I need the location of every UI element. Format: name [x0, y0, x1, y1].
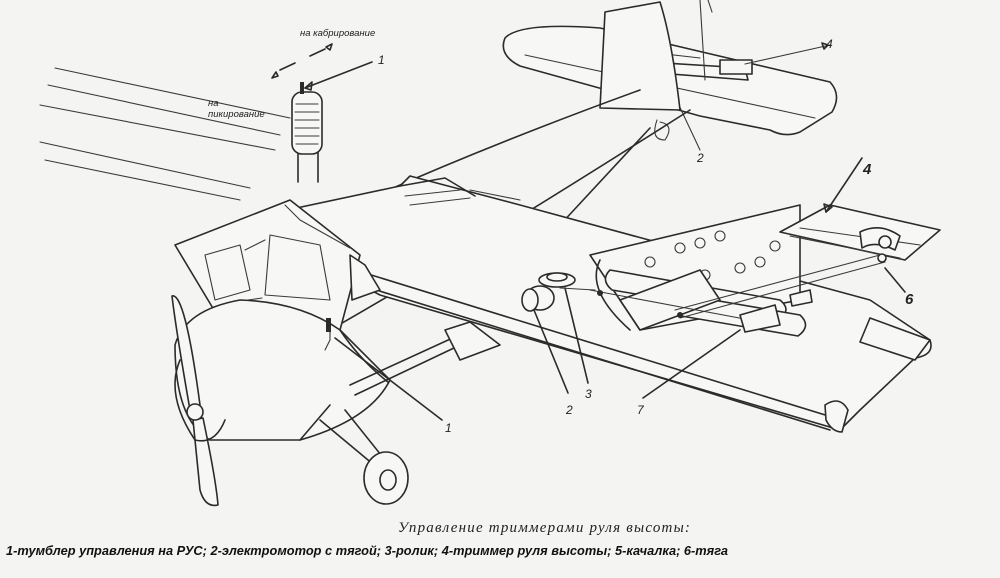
callout-3: 3 — [585, 387, 592, 401]
trim-tab — [779, 157, 941, 293]
motor-and-roller — [521, 272, 741, 399]
callout-2-motor: 2 — [565, 403, 573, 417]
propeller — [171, 295, 226, 507]
callout-4-top: 4 — [826, 37, 833, 51]
callout-1-top: 1 — [378, 53, 385, 67]
wing-strut — [349, 321, 501, 396]
landing-gear — [299, 404, 409, 505]
note-pitch-down: на пикирование — [208, 98, 265, 120]
fuselage-nose — [174, 299, 391, 441]
callout-6: 6 — [905, 291, 914, 308]
note-pitch-up: на кабрирование — [300, 28, 375, 39]
control-stick-inset — [271, 43, 373, 183]
vertical-fin — [599, 0, 713, 111]
background-wing-lines — [39, 67, 291, 201]
callout-2-top: 2 — [696, 151, 704, 165]
callout-1-cockpit: 1 — [445, 421, 452, 435]
note-pitch-down-line2: пикирование — [208, 109, 265, 120]
callout-leader-1-cockpit — [334, 337, 443, 421]
trim-mechanism-cutaway — [589, 204, 886, 337]
note-pitch-down-line1: на — [208, 98, 219, 109]
main-wing — [239, 175, 932, 433]
callout-7: 7 — [637, 403, 645, 417]
callout-4-wing: 4 — [862, 161, 872, 178]
cockpit-canopy — [174, 199, 381, 331]
diagram-caption: Управление триммерами руля высоты: — [398, 520, 691, 536]
diagram-legend: 1-тумблер управления на РУС; 2-электромо… — [6, 544, 728, 558]
